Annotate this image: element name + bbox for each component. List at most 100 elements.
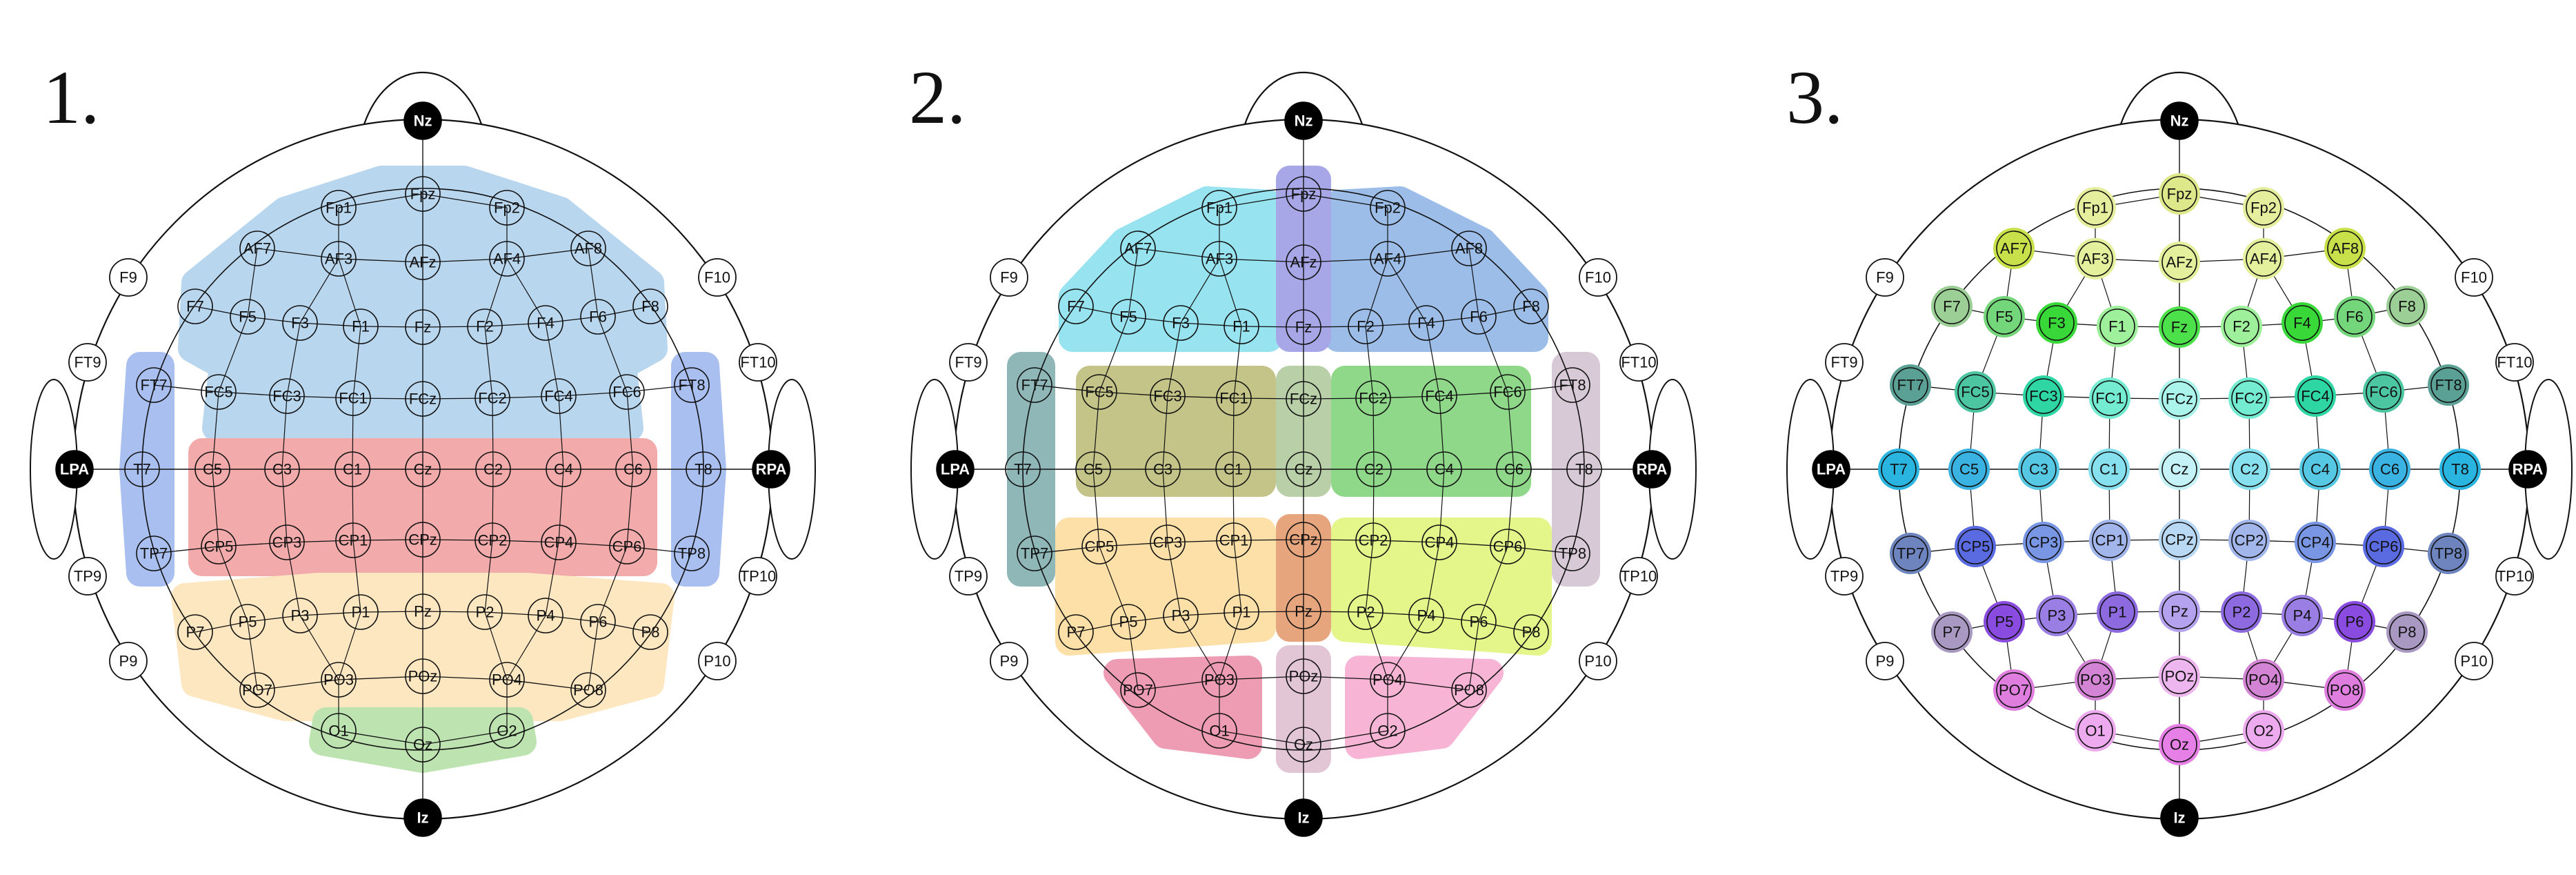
electrode-o2: O2 xyxy=(2243,710,2284,751)
nose-outline xyxy=(2119,71,2239,125)
electrode-p9: P9 xyxy=(990,642,1028,680)
svg-text:PO3: PO3 xyxy=(2080,671,2110,689)
electrode-fp1: Fp1 xyxy=(2075,187,2116,228)
svg-text:F4: F4 xyxy=(537,315,555,332)
svg-text:Nz: Nz xyxy=(414,112,432,130)
electrode-cp5: CP5 xyxy=(1955,526,1996,567)
svg-text:FT10: FT10 xyxy=(740,354,775,371)
svg-text:AF4: AF4 xyxy=(1374,250,1401,268)
svg-text:O1: O1 xyxy=(2085,722,2105,740)
electrode-p10: P10 xyxy=(2455,642,2493,680)
svg-text:RPA: RPA xyxy=(756,461,787,478)
svg-text:P1: P1 xyxy=(2108,604,2127,621)
svg-text:P8: P8 xyxy=(2398,624,2417,641)
grid-meridian xyxy=(1365,208,1388,731)
region-frontal-right xyxy=(1324,186,1548,352)
svg-text:P5: P5 xyxy=(239,613,257,631)
electrode-t8: T8 xyxy=(686,451,721,487)
svg-text:O1: O1 xyxy=(1209,722,1229,740)
electrode-p7: P7 xyxy=(1058,614,1094,650)
electrode-p3: P3 xyxy=(2036,595,2077,636)
svg-text:F5: F5 xyxy=(239,308,257,326)
electrode-f6: F6 xyxy=(580,299,616,335)
svg-text:C2: C2 xyxy=(1364,461,1384,478)
electrode-t8: T8 xyxy=(2439,449,2481,490)
electrode-po3: PO3 xyxy=(1201,662,1237,698)
svg-text:PO7: PO7 xyxy=(1123,682,1153,699)
svg-text:F1: F1 xyxy=(352,318,370,335)
svg-text:C5: C5 xyxy=(203,461,222,478)
svg-text:F6: F6 xyxy=(589,308,607,326)
electrode-c4: C4 xyxy=(2299,449,2341,490)
electrode-fc3: FC3 xyxy=(269,378,305,414)
electrode-f5: F5 xyxy=(1984,296,2025,337)
svg-text:Fp2: Fp2 xyxy=(2250,199,2277,217)
svg-text:CP4: CP4 xyxy=(2301,534,2330,551)
electrode-p8: P8 xyxy=(632,614,668,650)
electrode-tp7: TP7 xyxy=(1890,533,1931,574)
svg-text:FC4: FC4 xyxy=(544,388,573,405)
electrode-f7: F7 xyxy=(1058,288,1094,324)
electrode-poz: POz xyxy=(2159,656,2200,697)
electrode-c1: C1 xyxy=(335,451,370,487)
electrode-po7: PO7 xyxy=(1993,669,2035,711)
electrode-oz: Oz xyxy=(405,727,441,763)
svg-text:O2: O2 xyxy=(1377,722,1397,740)
electrode-f1: F1 xyxy=(1224,308,1259,344)
svg-text:Fz: Fz xyxy=(2171,319,2188,336)
electrode-af7: AF7 xyxy=(1120,230,1156,266)
electrode-p8: P8 xyxy=(2386,611,2428,653)
electrode-poz: POz xyxy=(1286,658,1321,694)
svg-text:FCz: FCz xyxy=(1290,391,1317,408)
svg-text:FCz: FCz xyxy=(2166,391,2193,408)
electrode-fz: Fz xyxy=(1286,309,1321,345)
svg-text:Fp1: Fp1 xyxy=(1206,199,1232,217)
grid-meridian xyxy=(506,258,564,680)
svg-text:AF7: AF7 xyxy=(1124,240,1152,257)
svg-text:Iz: Iz xyxy=(1297,809,1309,827)
svg-text:FC1: FC1 xyxy=(339,390,368,407)
svg-text:Fp1: Fp1 xyxy=(326,199,352,217)
electrode-fc2: FC2 xyxy=(1355,380,1391,416)
electrode-fp1: Fp1 xyxy=(321,190,357,226)
panel-number: 2. xyxy=(909,55,966,139)
electrode-f8: F8 xyxy=(2386,286,2428,327)
svg-text:FT10: FT10 xyxy=(1621,354,1656,371)
svg-text:AF3: AF3 xyxy=(2081,250,2109,268)
svg-text:TP7: TP7 xyxy=(140,545,168,562)
svg-text:C1: C1 xyxy=(2099,461,2119,478)
electrode-f3: F3 xyxy=(1163,305,1199,341)
svg-text:CP2: CP2 xyxy=(2235,532,2264,549)
svg-text:Nz: Nz xyxy=(1295,112,1313,130)
svg-text:P2: P2 xyxy=(1357,604,1375,621)
svg-text:FT9: FT9 xyxy=(1830,354,1857,371)
grid-meridian xyxy=(1468,248,1515,691)
svg-text:O2: O2 xyxy=(497,722,517,740)
svg-text:POz: POz xyxy=(2165,668,2195,685)
fiducial-rpa: RPA xyxy=(2508,450,2547,489)
svg-text:FC2: FC2 xyxy=(2235,390,2264,407)
svg-text:CP2: CP2 xyxy=(478,532,508,549)
electrode-p7: P7 xyxy=(1931,611,1973,653)
electrode-ft7: FT7 xyxy=(1017,367,1052,403)
svg-text:P2: P2 xyxy=(2233,604,2251,621)
svg-text:C3: C3 xyxy=(2029,461,2048,478)
grid-arc xyxy=(338,730,508,745)
svg-text:PO8: PO8 xyxy=(1454,682,1484,699)
svg-text:CP5: CP5 xyxy=(204,538,234,556)
svg-text:PO8: PO8 xyxy=(573,682,603,699)
svg-text:AF8: AF8 xyxy=(1455,240,1483,257)
fiducial-lpa: LPA xyxy=(55,450,94,489)
electrode-cp1: CP1 xyxy=(1216,522,1252,558)
svg-text:T7: T7 xyxy=(133,461,151,478)
svg-text:TP9: TP9 xyxy=(955,568,982,585)
svg-text:F7: F7 xyxy=(186,298,204,315)
electrode-cp2: CP2 xyxy=(1355,522,1391,558)
svg-text:FT8: FT8 xyxy=(2435,377,2462,394)
electrode-fpz: Fpz xyxy=(405,176,441,212)
svg-text:F10: F10 xyxy=(1585,269,1611,286)
svg-text:Fpz: Fpz xyxy=(1291,186,1317,203)
electrode-fc4: FC4 xyxy=(1421,378,1457,414)
electrode-fc4: FC4 xyxy=(541,378,577,414)
electrode-tp7: TP7 xyxy=(1017,535,1052,571)
